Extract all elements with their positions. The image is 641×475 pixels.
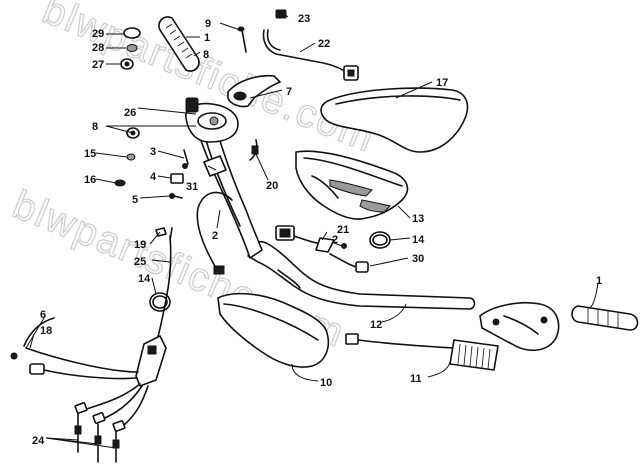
callout-27: 27 [92, 59, 104, 71]
callout-17: 17 [436, 77, 448, 89]
leader-lines [25, 13, 599, 449]
callout-26: 26 [124, 107, 136, 119]
callout-6: 6 [40, 309, 46, 321]
callout-3: 3 [150, 146, 156, 158]
callout-11: 11 [410, 373, 422, 385]
callout-14-left: 14 [138, 273, 151, 285]
throttle-block [227, 74, 281, 108]
callout-7: 7 [286, 86, 292, 98]
left-grip [158, 16, 200, 72]
end-cap-parts [120, 27, 141, 70]
callout-2-cable: 2 [212, 230, 218, 242]
throttle-housing [479, 301, 560, 351]
callout-12: 12 [370, 319, 382, 331]
callout-21: 21 [337, 224, 349, 236]
callout-22: 22 [318, 38, 330, 50]
callout-5: 5 [132, 194, 138, 206]
part-31 [203, 155, 227, 177]
callout-19: 19 [134, 239, 146, 251]
leader-lines-left [106, 33, 126, 65]
callout-31: 31 [186, 181, 198, 193]
handlebar-pad-17 [320, 87, 469, 153]
small-fasteners-left [114, 127, 189, 199]
callout-2-switch: 2 [332, 234, 338, 246]
lower-pad-10 [217, 292, 330, 368]
callout-8-left: 8 [92, 121, 98, 133]
callout-13: 13 [412, 213, 424, 225]
callouts: 1 1 2 2 3 4 5 6 7 8 8 9 10 11 12 13 14 1… [32, 13, 602, 447]
windshield-mount-13 [295, 150, 409, 220]
bolt-9 [237, 26, 247, 53]
callout-16: 16 [84, 174, 96, 186]
callout-23: 23 [298, 13, 310, 25]
callout-25: 25 [134, 256, 146, 268]
switch-harness-22 [262, 9, 359, 81]
callout-15: 15 [84, 148, 96, 160]
callout-29: 29 [92, 28, 104, 40]
callout-30: 30 [412, 253, 424, 265]
callout-14-ring: 14 [412, 234, 425, 246]
switch-assembly-21 [275, 225, 369, 273]
callout-1-top: 1 [204, 32, 210, 44]
callout-18: 18 [40, 325, 52, 337]
ring-14 [369, 231, 391, 249]
callout-8-top: 8 [203, 49, 209, 61]
callout-10: 10 [320, 377, 332, 389]
callout-20: 20 [266, 180, 278, 192]
callout-28: 28 [92, 42, 104, 54]
handlebar [197, 119, 476, 310]
right-grip [571, 305, 639, 331]
top-clamp-assembly [185, 97, 239, 143]
callout-24: 24 [32, 435, 45, 447]
cable-splitter-24 [10, 317, 167, 463]
throttle-cable-2 [196, 139, 259, 275]
callout-9: 9 [205, 18, 211, 30]
heater-element-11 [345, 333, 499, 371]
callout-4: 4 [150, 171, 157, 183]
callout-1-right: 1 [596, 275, 602, 287]
